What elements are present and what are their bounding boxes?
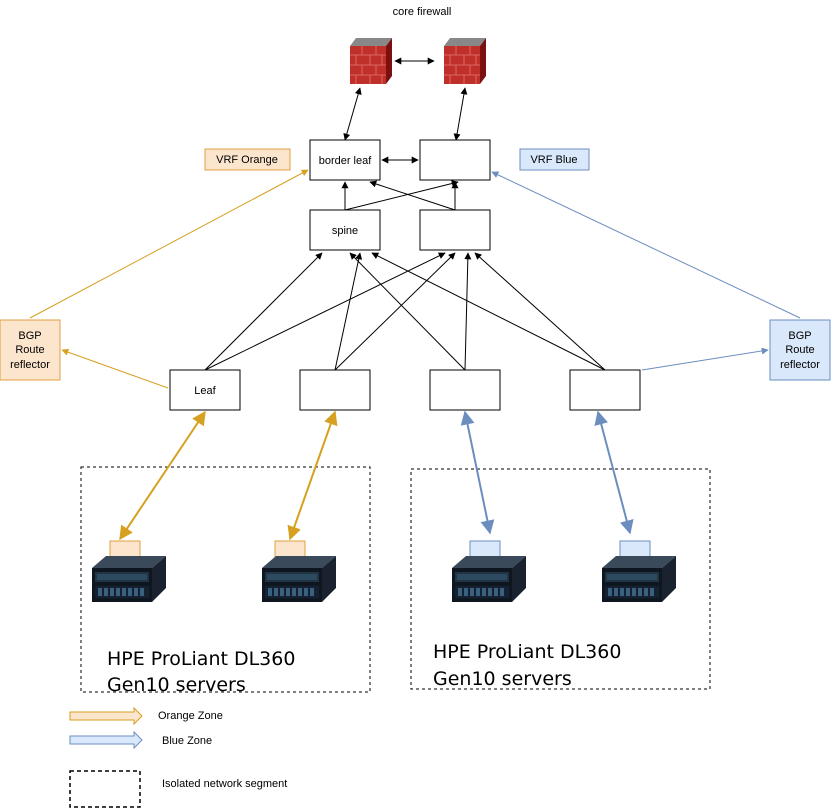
leaf2-spine1-link: [334, 252, 363, 371]
server-group-left-line-2: Gen10 servers: [107, 674, 246, 696]
server-group-left-line-1: HPE ProLiant DL360: [107, 648, 295, 670]
leaf4-spine1-link: [371, 252, 606, 371]
legend-orange-arrow-icon: [69, 706, 143, 726]
legend: Orange Zone Blue Zone Isolated network s…: [69, 706, 287, 808]
leaf3-server3-link: [460, 410, 495, 535]
fw-border-link-left: [343, 87, 362, 141]
bgp-reflector-right[interactable]: [769, 319, 831, 381]
firewall-icon-left: [349, 37, 393, 85]
legend-isolated-icon: [69, 770, 141, 808]
leaf1-server1-link: [119, 410, 206, 541]
server-group-right-line-1: HPE ProLiant DL360: [433, 641, 621, 663]
server-group-right-line-2: Gen10 servers: [433, 668, 572, 690]
bgp-right-line-1: BGP: [788, 330, 811, 342]
leaf-3-node[interactable]: [429, 369, 501, 411]
vrf-blue-label: VRF Blue: [530, 154, 577, 166]
legend-orange-label: Orange Zone: [158, 710, 223, 722]
firewall-icon-right: [443, 37, 487, 85]
orange-reflector-border-link: [29, 169, 309, 319]
orange-reflector-leaf-link: [61, 348, 169, 389]
server-icon-4: [602, 556, 676, 602]
bgp-left-line-2: Route: [15, 344, 44, 356]
isolated-segment-left: [80, 466, 371, 693]
spine-border-link-2: [344, 180, 459, 211]
leaf-4-node[interactable]: [569, 369, 641, 411]
border-leaf-label: border leaf: [319, 155, 373, 167]
core-firewall-label: core firewall: [393, 6, 452, 18]
legend-isolated-label: Isolated network segment: [162, 778, 287, 790]
bgp-left-line-3: reflector: [10, 359, 50, 371]
border-leaf-2-node[interactable]: [419, 139, 491, 181]
blue-reflector-border-link: [491, 171, 801, 319]
leaf-node[interactable]: [169, 369, 241, 411]
leaf3-spine2-link: [464, 252, 472, 371]
leaf3-spine1-link: [349, 252, 466, 371]
server-icon-2: [262, 556, 336, 602]
bgp-right-line-2: Route: [785, 344, 814, 356]
blue-reflector-leaf-link: [641, 347, 769, 371]
server-icon-3: [452, 556, 526, 602]
bgp-right-line-3: reflector: [780, 359, 820, 371]
border-leaf-node[interactable]: [309, 139, 381, 181]
spine-node[interactable]: [309, 209, 381, 251]
server-icon-1: [92, 556, 166, 602]
vrf-blue-badge: [519, 148, 590, 171]
isolated-segment-right: [410, 468, 711, 690]
spine-label: spine: [332, 225, 358, 237]
leaf1-spine2-link: [204, 252, 446, 371]
legend-blue-arrow-icon: [69, 730, 143, 750]
bgp-reflector-left[interactable]: [0, 319, 61, 381]
spine-border-link-4: [369, 180, 456, 211]
leaf4-server4-link: [594, 410, 634, 535]
vrf-orange-badge: [204, 148, 291, 171]
leaf1-spine1-link: [204, 252, 323, 371]
bgp-left-line-1: BGP: [18, 330, 41, 342]
leaf4-spine2-link: [474, 252, 606, 371]
leaf2-spine2-link: [334, 252, 456, 371]
leaf-label: Leaf: [194, 385, 216, 397]
vrf-orange-label: VRF Orange: [216, 154, 278, 166]
leaf-2-node[interactable]: [299, 369, 371, 411]
leaf2-server2-link: [287, 410, 338, 541]
spine-2-node[interactable]: [419, 209, 491, 251]
fw-border-link-right: [453, 87, 468, 141]
legend-blue-label: Blue Zone: [162, 735, 212, 747]
